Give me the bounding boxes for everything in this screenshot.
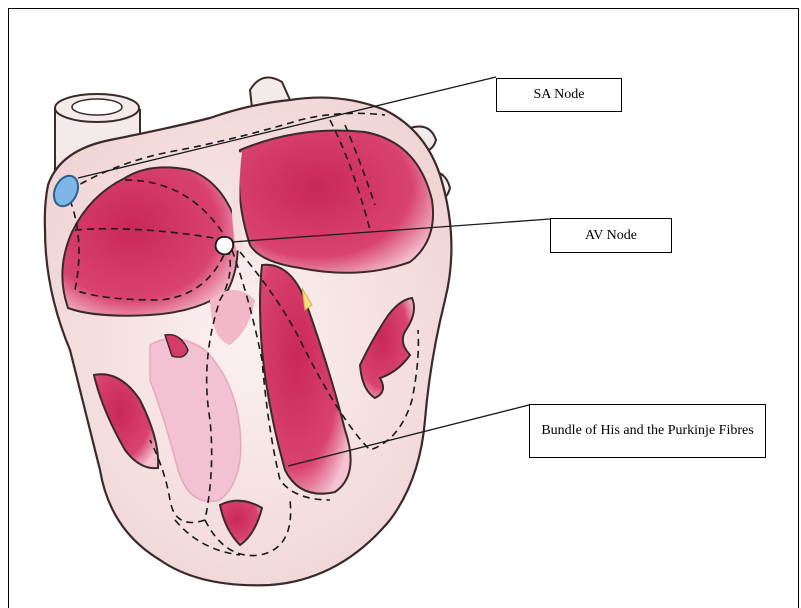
bundle-of-his-label: Bundle of His and the Purkinje Fibres — [529, 404, 766, 458]
av-node — [216, 237, 234, 254]
sa-node-label: SA Node — [496, 78, 622, 112]
left-atrium — [239, 130, 433, 272]
av-node-label: AV Node — [550, 218, 672, 253]
